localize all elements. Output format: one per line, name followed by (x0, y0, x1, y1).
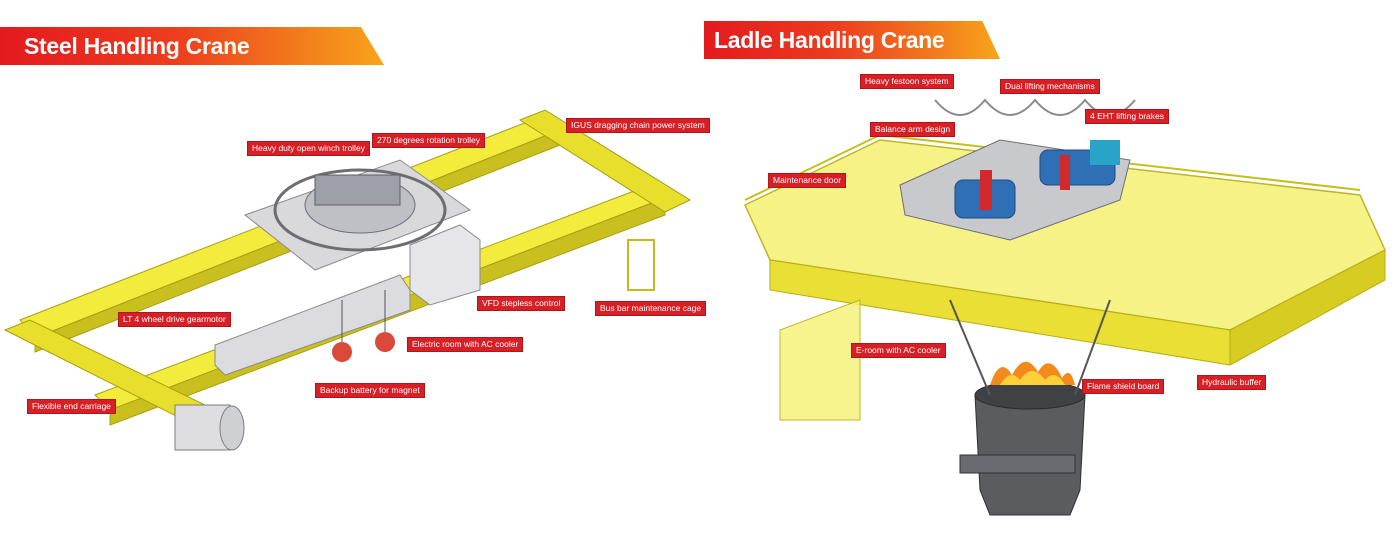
callout-e-room-with-ac-cooler: E-room with AC cooler (851, 343, 946, 358)
ladle-crane-title: Ladle Handling Crane (714, 26, 945, 53)
callout-electric-room-with-ac-cooler: Electric room with AC cooler (407, 337, 524, 352)
callout-maintenance-door: Maintenance door (768, 173, 847, 188)
callout-flexible-end-carriage: Flexible end carriage (27, 399, 116, 414)
steel-crane-title-banner: Steel Handling Crane (0, 27, 384, 65)
callout-hydraulic-buffer: Hydraulic buffer (1197, 375, 1267, 390)
callout-bus-bar-maintenance-cage: Bus bar maintenance cage (595, 301, 707, 316)
ladle-handling-crane-illustration (744, 98, 1386, 516)
callout-lt-4-wheel-drive-gearmotor: LT 4 wheel drive gearmotor (118, 312, 231, 327)
callout-heavy-duty-open-winch-trolley: Heavy duty open winch trolley (247, 141, 370, 156)
callout-balance-arm-design: Balance arm design (870, 122, 956, 137)
callout-flame-shield-board: Flame shield board (1082, 379, 1165, 394)
steel-handling-crane-illustration (3, 109, 692, 451)
callout-vfd-stepless-control: VFD stepless control (477, 296, 566, 311)
callout-igus-dragging-chain-power-system: IGUS dragging chain power system (566, 118, 710, 133)
callout-heavy-festoon-system: Heavy festoon system (860, 74, 954, 89)
ladle-crane-title-banner: Ladle Handling Crane (704, 21, 1000, 59)
callout-270-degrees-rotation-trolley: 270 degrees rotation trolley (372, 133, 486, 148)
callout-backup-battery-for-magnet: Backup battery for magnet (315, 383, 425, 398)
callout-4-eht-lifting-brakes: 4 EHT lifting brakes (1085, 109, 1170, 124)
steel-crane-title: Steel Handling Crane (24, 32, 250, 59)
callout-dual-lifting-mechanisms: Dual lifting mechanisms (1000, 79, 1100, 94)
